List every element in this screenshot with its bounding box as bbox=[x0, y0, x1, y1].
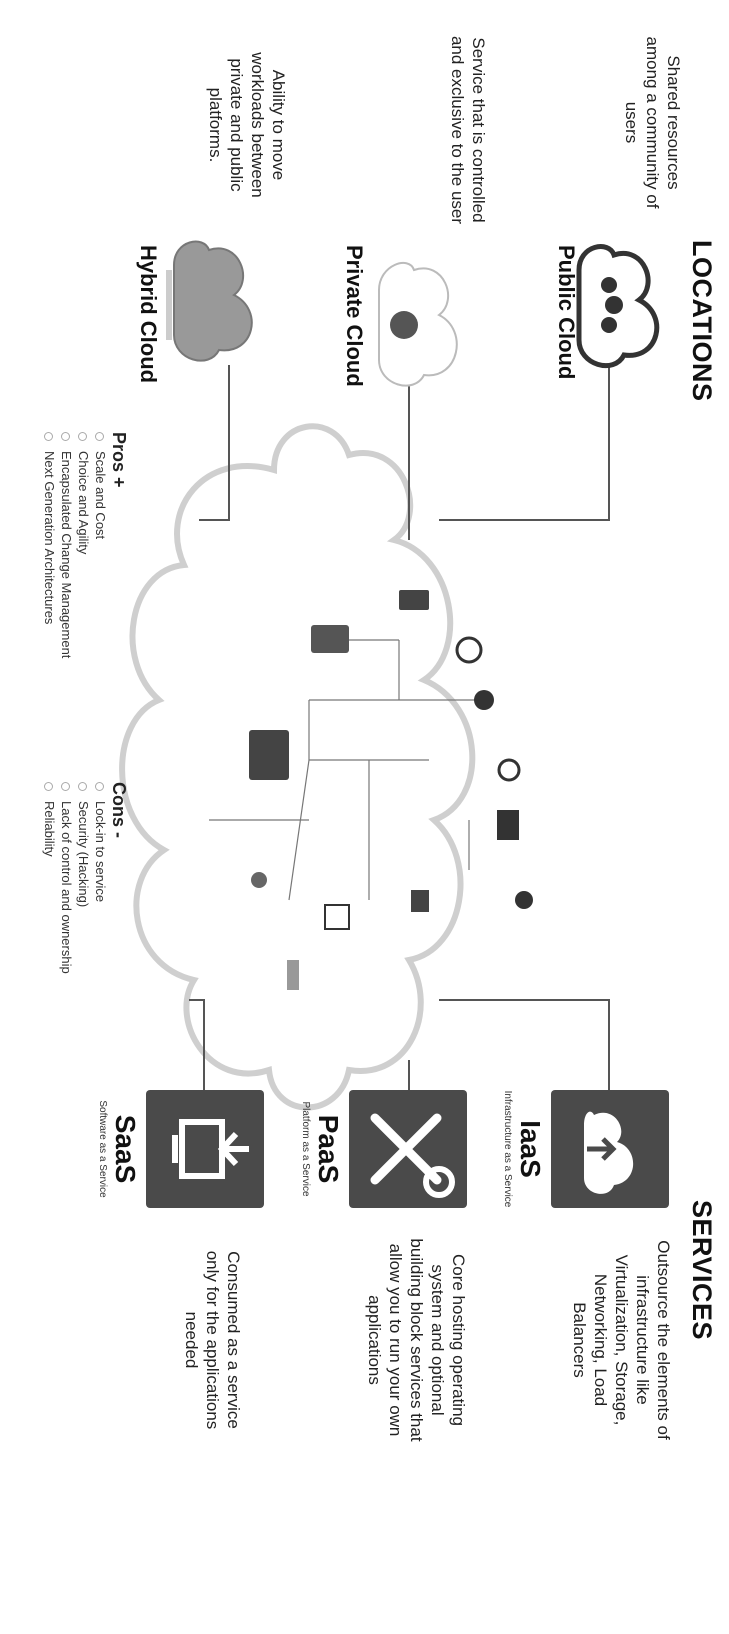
saas-desc: Consumed as a service only for the appli… bbox=[182, 1250, 243, 1430]
server-icon bbox=[474, 690, 494, 710]
bullet-icon bbox=[77, 782, 87, 791]
iaas-sub: Infrastructure as a Service bbox=[502, 1090, 513, 1208]
bullet-icon bbox=[43, 782, 53, 791]
pros-item: Choice and Agility bbox=[74, 432, 91, 658]
gear-icon bbox=[515, 891, 533, 909]
document-icon bbox=[324, 904, 350, 930]
locations-heading: LOCATIONS bbox=[687, 240, 717, 402]
tools-icon bbox=[370, 1113, 455, 1198]
paas-name: PaaS bbox=[313, 1114, 344, 1184]
paas-desc: Core hosting operating system and option… bbox=[365, 1238, 468, 1442]
private-cloud-icon bbox=[378, 261, 458, 387]
bullet-icon bbox=[43, 432, 53, 441]
bullet-icon bbox=[94, 432, 104, 441]
service-connectors bbox=[189, 999, 610, 1090]
paas-sub: Platform as a Service bbox=[300, 1101, 311, 1197]
location-connectors bbox=[199, 365, 610, 540]
services-heading: SERVICES bbox=[687, 1200, 717, 1341]
private-cloud-desc: Service that is controlled and exclusive… bbox=[448, 35, 488, 225]
pros-item: Encapsulated Change Management bbox=[57, 432, 74, 658]
public-cloud-icon bbox=[576, 244, 660, 369]
network-node-icons bbox=[249, 590, 533, 990]
hybrid-cloud-desc: Ability to move workloads between privat… bbox=[206, 52, 288, 198]
chart-icon bbox=[287, 960, 299, 990]
cons-item: Lack of control and ownership bbox=[57, 782, 74, 974]
iaas-box bbox=[551, 1090, 669, 1208]
private-cloud-title: Private Cloud bbox=[342, 245, 367, 387]
pros-item: Scale and Cost bbox=[91, 432, 108, 658]
pros-panel: Pros + Scale and Cost Choice and Agility… bbox=[40, 432, 129, 658]
monitor-download-icon bbox=[172, 1119, 249, 1179]
cloud-upload-icon bbox=[584, 1111, 634, 1194]
saas-box bbox=[146, 1090, 264, 1208]
person-icon bbox=[251, 872, 267, 888]
pros-title: Pros + bbox=[109, 432, 129, 488]
cons-title: Cons - bbox=[109, 782, 129, 838]
globe-icon bbox=[455, 636, 483, 664]
refresh-icon bbox=[497, 758, 521, 782]
laptop-icon bbox=[249, 730, 289, 780]
phone-icon bbox=[311, 625, 349, 653]
cons-item: Reliability bbox=[40, 782, 57, 974]
cons-panel: Cons - Lock-in to service Security (Hack… bbox=[40, 782, 129, 974]
bullet-icon bbox=[77, 432, 87, 441]
paas-box bbox=[349, 1090, 467, 1208]
saas-name: SaaS bbox=[110, 1114, 141, 1184]
central-cloud bbox=[119, 423, 476, 1111]
cart-icon bbox=[411, 890, 429, 912]
public-cloud-title: Public Cloud bbox=[554, 245, 579, 380]
hybrid-cloud-icon bbox=[166, 240, 253, 362]
public-cloud-desc: Shared resources among a community of us… bbox=[622, 36, 683, 209]
bullet-icon bbox=[94, 782, 104, 791]
iaas-name: IaaS bbox=[515, 1120, 546, 1178]
monitor-icon bbox=[497, 810, 519, 840]
hybrid-cloud-title: Hybrid Cloud bbox=[136, 245, 161, 384]
saas-sub: Software as a Service bbox=[97, 1100, 108, 1198]
cons-item: Security (Hacking) bbox=[74, 782, 91, 974]
iaas-desc: Outsource the elements of infrastructure… bbox=[570, 1240, 673, 1440]
cons-item: Lock-in to service bbox=[91, 782, 108, 974]
bullet-icon bbox=[60, 782, 70, 791]
pros-item: Next Generation Architectures bbox=[40, 432, 57, 658]
bullet-icon bbox=[60, 432, 70, 441]
tablet-icon bbox=[399, 590, 429, 610]
